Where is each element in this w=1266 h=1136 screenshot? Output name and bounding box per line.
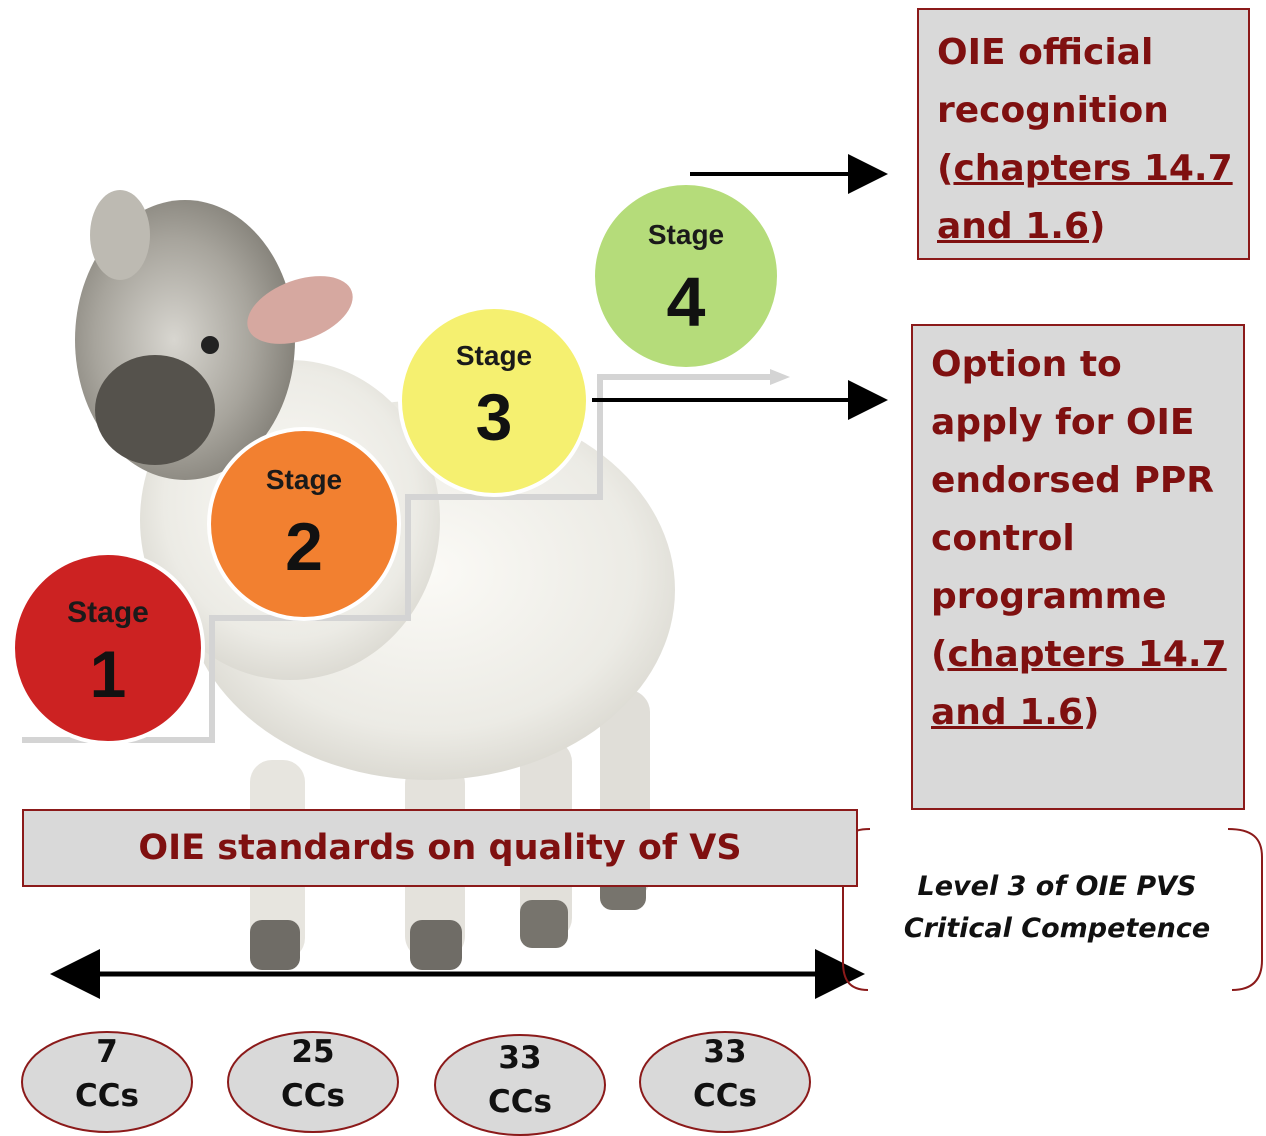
stage-1: Stage 1 bbox=[11, 551, 205, 745]
option-box: Option to apply for OIE endorsed PPR con… bbox=[911, 324, 1245, 810]
stage-4-circle bbox=[591, 181, 781, 371]
bracket-right bbox=[1227, 828, 1263, 991]
cc-oval-4-label: 33 CCs bbox=[655, 1030, 795, 1118]
recognition-paren-close: ) bbox=[1089, 206, 1106, 247]
cc-count: 33 bbox=[703, 1034, 747, 1070]
option-paren-close: ) bbox=[1083, 692, 1100, 733]
level-note-line-1: Level 3 of OIE PVS bbox=[917, 871, 1197, 902]
recognition-paren-open: ( bbox=[937, 148, 954, 189]
stage-1-circle bbox=[11, 551, 205, 745]
option-chapters-link-cont[interactable]: and 1.6 bbox=[931, 692, 1083, 733]
recognition-chapters-link-cont[interactable]: and 1.6 bbox=[937, 206, 1089, 247]
cc-oval-2-label: 25 CCs bbox=[243, 1030, 383, 1118]
cc-oval-3-label: 33 CCs bbox=[450, 1036, 590, 1124]
stage-3-circle bbox=[398, 305, 590, 497]
option-chapters-link[interactable]: chapters 14.7 bbox=[947, 634, 1227, 675]
standards-banner-text: OIE standards on quality of VS bbox=[138, 828, 742, 868]
cc-oval-1-label: 7 CCs bbox=[37, 1030, 177, 1118]
option-line-5: programme bbox=[931, 576, 1167, 617]
stage-3: Stage 3 bbox=[398, 305, 590, 497]
lamb-hoof bbox=[410, 920, 462, 970]
lamb-ear-right bbox=[247, 276, 353, 344]
cc-unit: CCs bbox=[488, 1084, 552, 1120]
stage-2-label: Stage bbox=[266, 464, 342, 495]
recognition-line-1: OIE official bbox=[937, 32, 1154, 73]
stage-4-label: Stage bbox=[648, 219, 724, 250]
stage-4: Stage 4 bbox=[591, 181, 781, 371]
stage-1-label: Stage bbox=[67, 596, 149, 629]
recognition-line-2: recognition bbox=[937, 90, 1169, 131]
option-line-2: apply for OIE bbox=[931, 402, 1195, 443]
lamb-hoof bbox=[520, 900, 568, 948]
standards-banner: OIE standards on quality of VS bbox=[22, 809, 858, 887]
option-line-3: endorsed PPR bbox=[931, 460, 1214, 501]
stage-3-number: 3 bbox=[476, 380, 513, 454]
stage-1-number: 1 bbox=[90, 637, 127, 711]
level-note: Level 3 of OIE PVS Critical Competence bbox=[862, 866, 1252, 950]
cc-unit: CCs bbox=[693, 1078, 757, 1114]
stage-3-label: Stage bbox=[456, 340, 532, 371]
stage-2-number: 2 bbox=[285, 509, 323, 585]
staircase-line bbox=[22, 374, 780, 743]
cc-oval-1 bbox=[21, 1031, 193, 1133]
cc-oval-3 bbox=[434, 1034, 606, 1136]
option-paren-open: ( bbox=[931, 634, 948, 675]
cc-count: 25 bbox=[291, 1034, 335, 1070]
staircase-arrowhead bbox=[770, 369, 790, 385]
cc-count: 7 bbox=[96, 1034, 118, 1070]
option-line-4: control bbox=[931, 518, 1075, 559]
option-line-1: Option to bbox=[931, 344, 1122, 385]
level-note-line-2: Critical Competence bbox=[903, 913, 1211, 944]
recognition-chapters-link[interactable]: chapters 14.7 bbox=[953, 148, 1233, 189]
cc-unit: CCs bbox=[281, 1078, 345, 1114]
cc-unit: CCs bbox=[75, 1078, 139, 1114]
lamb-eye bbox=[201, 336, 219, 354]
cc-oval-4 bbox=[639, 1031, 811, 1133]
cc-count: 33 bbox=[498, 1040, 542, 1076]
recognition-box: OIE official recognition (chapters 14.7 … bbox=[917, 8, 1250, 260]
stage-2: Stage 2 bbox=[207, 427, 401, 621]
lamb-ear-left bbox=[90, 190, 150, 280]
lamb-hoof bbox=[250, 920, 300, 970]
stage-4-number: 4 bbox=[667, 263, 706, 341]
cc-oval-2 bbox=[227, 1031, 399, 1133]
lamb-muzzle bbox=[95, 355, 215, 465]
stage-2-circle bbox=[207, 427, 401, 621]
